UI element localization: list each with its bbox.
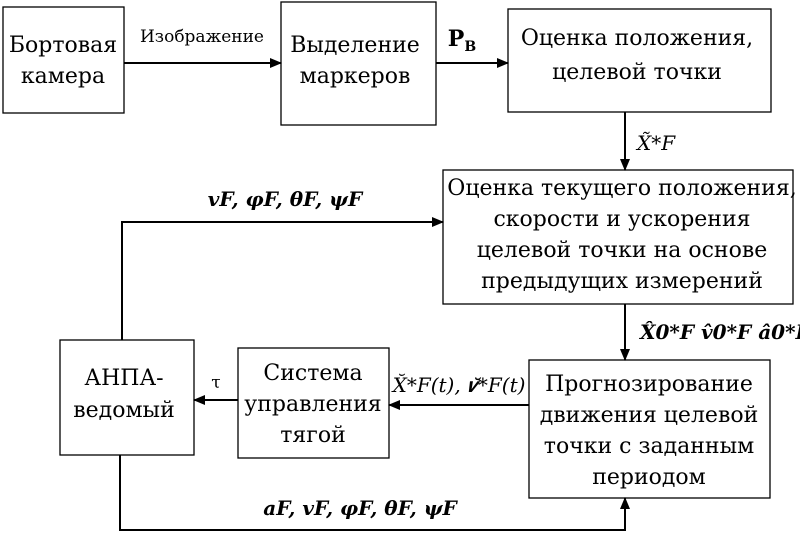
markers-label-line1: Выделение (290, 33, 420, 58)
auv-label-line2: ведомый (73, 398, 174, 423)
xf-star-signal-label: X̃*F (635, 131, 676, 155)
estimation-label-line4: предыдущих измерений (481, 269, 763, 294)
arrow-camera-to-markers: Изображение (124, 27, 282, 68)
arrow-pose-to-estimation: X̃*F (620, 112, 676, 171)
feedback-top-signal-label: 𝒗F, φF, θF, ψF (208, 187, 364, 211)
tau-signal-label: τ (211, 373, 220, 393)
thrust-label-line3: тягой (280, 423, 345, 448)
block-current-state-estimation: Оценка текущего положения, скорости и ус… (442, 169, 797, 305)
thrust-label-line2: управления (244, 392, 381, 417)
prediction-label-line4: периодом (592, 465, 706, 490)
arrow-auv-feedback-to-prediction: 𝒂F, 𝒗F, φF, θF, ψF (119, 455, 630, 531)
prediction-label-line1: Прогнозирование (545, 372, 753, 397)
pose-label-line2: целевой точки (552, 60, 722, 85)
pose-label-line1: Оценка положения, (521, 26, 753, 51)
block-marker-extraction: Выделение маркеров (280, 1, 437, 126)
arrow-thrust-to-auv: τ (193, 373, 238, 405)
arrow-markers-to-pose: PB (436, 26, 509, 68)
block-target-pose-estimation: Оценка положения, целевой точки (507, 8, 772, 113)
prediction-label-line2: движения целевой (540, 403, 759, 428)
arrow-auv-feedback-to-estimation: 𝒗F, φF, θF, ψF (121, 187, 444, 340)
block-follower-auv: АНПА- ведомый (59, 339, 195, 456)
pb-signal-label: PB (448, 26, 477, 55)
estimation-label-line1: Оценка текущего положения, (447, 176, 796, 201)
image-signal-label: Изображение (140, 27, 264, 47)
block-motion-prediction: Прогнозирование движения целевой точки с… (528, 359, 771, 499)
auv-label-line1: АНПА- (84, 366, 163, 391)
estimates-signal-label: X̂0*F 𝒗̂0*F 𝒂̂0*F (638, 320, 800, 344)
prediction-label-line3: точки с заданным (544, 434, 754, 459)
markers-label-line2: маркеров (300, 64, 411, 89)
arrow-prediction-to-thrust: X̆*F(t), 𝒗̆*F(t) (388, 373, 529, 410)
arrow-estimation-to-prediction: X̂0*F 𝒗̂0*F 𝒂̂0*F (620, 304, 800, 361)
block-thrust-control: Система управления тягой (237, 347, 390, 459)
block-onboard-camera: Бортовая камера (2, 6, 125, 114)
estimation-label-line2: скорости и ускорения (493, 207, 750, 232)
predicted-signal-label: X̆*F(t), 𝒗̆*F(t) (391, 373, 526, 397)
estimation-label-line3: целевой точки на основе (477, 238, 767, 263)
camera-label-line1: Бортовая (9, 33, 117, 58)
feedback-bottom-signal-label: 𝒂F, 𝒗F, φF, θF, ψF (263, 496, 458, 520)
camera-label-line2: камера (21, 64, 105, 89)
thrust-label-line1: Система (263, 361, 362, 386)
